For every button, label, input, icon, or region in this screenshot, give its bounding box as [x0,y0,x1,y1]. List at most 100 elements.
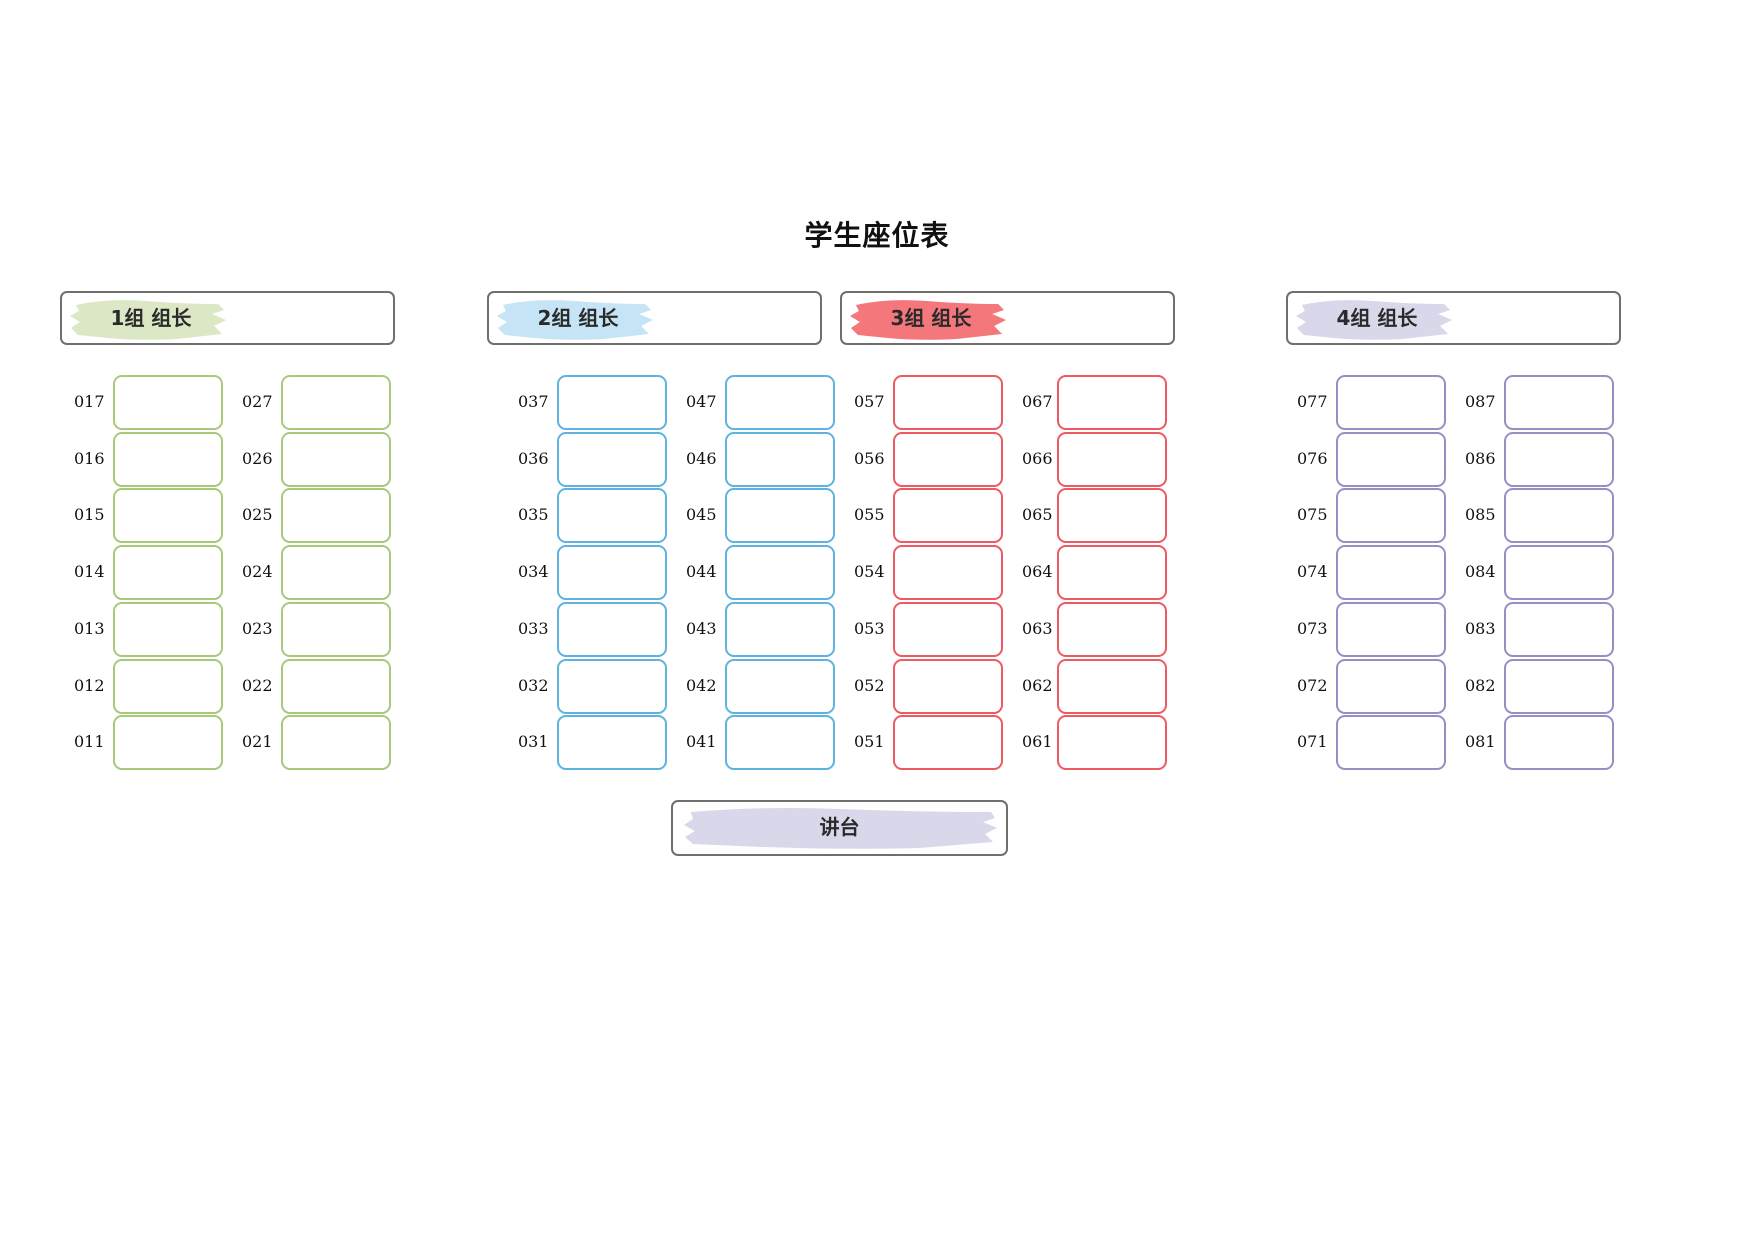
seat-number: 062 [1022,675,1053,695]
seat-name-box[interactable] [1057,431,1167,487]
seat-name-box[interactable] [113,375,223,430]
seat-name-box[interactable] [893,375,1003,430]
seat-name-box[interactable] [1057,545,1167,601]
seat-number: 036 [518,448,549,468]
seat-number: 064 [1022,562,1053,582]
seat-name-box[interactable] [113,488,223,544]
seat-name-box[interactable] [113,431,223,487]
seat-number: 024 [242,562,273,582]
seat-number: 053 [854,618,885,638]
seat-name-box[interactable] [557,375,667,430]
seat-name-box[interactable] [1057,375,1167,430]
seat-name-box[interactable] [1504,545,1614,601]
seat-name-box[interactable] [1504,658,1614,714]
seat-number: 026 [242,448,273,468]
seat-number: 073 [1297,618,1328,638]
seat-number: 035 [518,505,549,525]
seat-number: 025 [242,505,273,525]
seat-name-box[interactable] [1504,431,1614,487]
seat-name-box[interactable] [1336,545,1446,601]
seat-name-box[interactable] [725,715,835,771]
seat-number: 063 [1022,618,1053,638]
seat-name-box[interactable] [725,545,835,601]
seat-name-box[interactable] [725,431,835,487]
seat-name-box[interactable] [281,375,391,430]
seat-number: 065 [1022,505,1053,525]
seat-name-box[interactable] [1336,658,1446,714]
seat-name-box[interactable] [1336,431,1446,487]
seat-number: 017 [74,392,105,411]
seat-number: 066 [1022,448,1053,468]
seat-number: 012 [74,675,105,695]
seat-number: 081 [1465,732,1496,752]
seat-number: 022 [242,675,273,695]
seat-number: 082 [1465,675,1496,695]
seat-name-box[interactable] [1504,488,1614,544]
seat-name-box[interactable] [893,545,1003,601]
seat-name-box[interactable] [1336,601,1446,657]
seat-name-box[interactable] [113,715,223,771]
seat-number: 076 [1297,448,1328,468]
seat-name-box[interactable] [725,375,835,430]
group-1-label: 1组 组长 [110,306,192,330]
seat-name-box[interactable] [893,431,1003,487]
seat-number: 011 [74,732,105,752]
seat-name-box[interactable] [1057,658,1167,714]
seat-name-box[interactable] [281,601,391,657]
seat-name-box[interactable] [1057,601,1167,657]
seat-number: 061 [1022,732,1053,752]
seat-name-box[interactable] [281,488,391,544]
seat-number: 083 [1465,618,1496,638]
seat-number: 044 [686,562,717,582]
seat-name-box[interactable] [1504,601,1614,657]
seat-name-box[interactable] [557,715,667,771]
seat-number: 084 [1465,562,1496,582]
seat-name-box[interactable] [1336,488,1446,544]
group-2-brush-shape [496,300,654,340]
group-3-brush-shape [849,300,1007,340]
seat-name-box[interactable] [557,545,667,601]
seat-name-box[interactable] [557,431,667,487]
seat-name-box[interactable] [1504,375,1614,430]
seat-number: 027 [242,392,273,411]
seat-name-box[interactable] [113,658,223,714]
seat-name-box[interactable] [113,545,223,601]
group-4-brush-shape [1295,300,1453,340]
seat-name-box[interactable] [557,601,667,657]
seat-number: 071 [1297,732,1328,752]
seat-name-box[interactable] [557,658,667,714]
group-3-brush-highlight [849,300,1007,340]
seat-name-box[interactable] [893,715,1003,771]
podium-brush-shape [683,808,998,849]
seat-number: 075 [1297,505,1328,525]
seat-number: 067 [1022,392,1053,411]
seat-number: 077 [1297,392,1328,411]
seat-name-box[interactable] [281,658,391,714]
seat-number: 043 [686,618,717,638]
group-1-brush-highlight [69,300,227,340]
seat-name-box[interactable] [893,601,1003,657]
seat-name-box[interactable] [893,488,1003,544]
seat-number: 014 [74,562,105,582]
seat-number: 032 [518,675,549,695]
seat-number: 042 [686,675,717,695]
seat-number: 047 [686,392,717,411]
seat-name-box[interactable] [725,601,835,657]
seat-name-box[interactable] [725,658,835,714]
seat-number: 023 [242,618,273,638]
seat-name-box[interactable] [1336,715,1446,771]
seat-name-box[interactable] [893,658,1003,714]
seat-name-box[interactable] [281,715,391,771]
seat-name-box[interactable] [281,545,391,601]
seat-name-box[interactable] [725,488,835,544]
seat-name-box[interactable] [1336,375,1446,430]
group-1-brush-shape [69,300,227,340]
seat-name-box[interactable] [1504,715,1614,771]
seat-name-box[interactable] [281,431,391,487]
seat-name-box[interactable] [557,488,667,544]
seat-name-box[interactable] [113,601,223,657]
seat-name-box[interactable] [1057,715,1167,771]
seat-number: 037 [518,392,549,411]
group-2-label: 2组 组长 [537,306,619,330]
seat-name-box[interactable] [1057,488,1167,544]
